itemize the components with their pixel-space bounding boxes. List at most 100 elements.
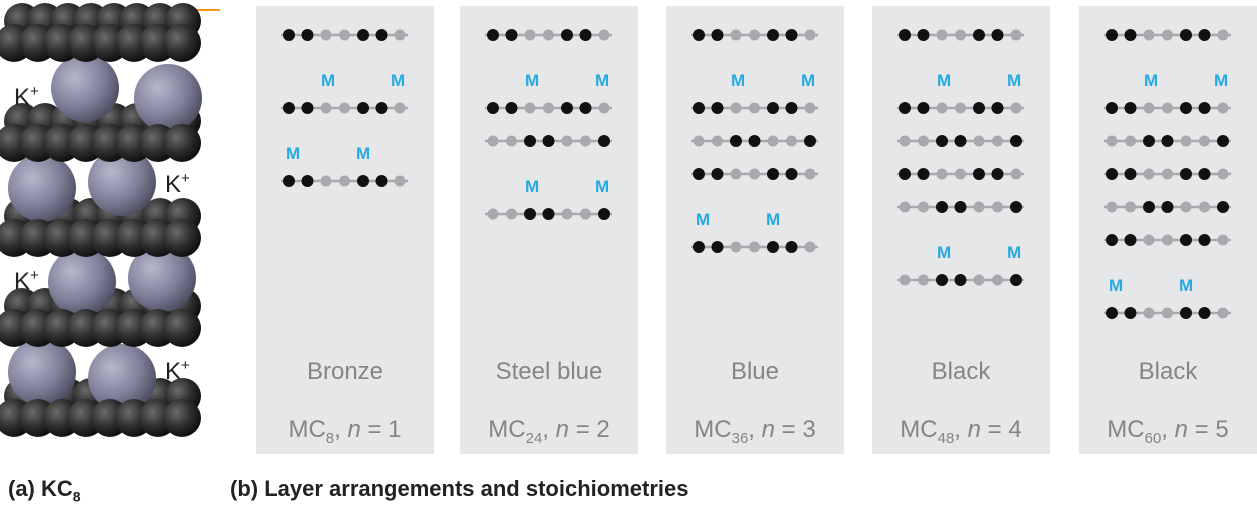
carbon-atom-light — [394, 175, 406, 187]
carbon-atom-dark — [748, 135, 761, 147]
carbon-atom-dark — [899, 29, 911, 41]
carbon-atom-dark — [973, 168, 985, 180]
carbon-atom-light — [693, 135, 705, 147]
carbon-atom-dark — [283, 102, 295, 114]
metal-atom-label: M — [1007, 243, 1022, 262]
carbon-atom-dark — [1106, 29, 1118, 41]
carbon-atom-light — [580, 135, 591, 147]
metal-atom-label: M — [356, 144, 371, 163]
carbon-atom-dark — [899, 102, 911, 114]
carbon-atom-dark — [954, 274, 967, 286]
metal-atom-label: M — [391, 71, 406, 90]
carbon-atom-light — [598, 29, 610, 41]
metal-atom-label: M — [1007, 71, 1022, 90]
carbon-atom-dark — [693, 29, 705, 41]
carbon-atom-light — [1010, 168, 1022, 180]
carbon-atom-light — [1162, 168, 1173, 180]
metal-atom-label: M — [595, 71, 610, 90]
carbon-atom-dark — [561, 102, 573, 114]
metal-atom-label: M — [731, 71, 746, 90]
potassium-ion — [88, 344, 156, 412]
carbon-atom-dark — [1106, 307, 1118, 319]
carbon-atom-dark — [1217, 201, 1229, 213]
metal-atom-label: M — [321, 71, 336, 90]
carbon-atom-light — [918, 201, 929, 213]
carbon-atom-light — [506, 135, 517, 147]
carbon-atom-light — [1010, 102, 1022, 114]
carbon-atom-dark — [1143, 135, 1155, 147]
carbon-atom-light — [1125, 135, 1136, 147]
carbon-atom-light — [506, 208, 517, 220]
carbon-atom-dark — [711, 241, 724, 253]
carbon-atom-dark — [1106, 234, 1118, 246]
carbon-atom-light — [1143, 307, 1155, 319]
carbon-atom-dark — [711, 168, 724, 180]
metal-atom-label: M — [595, 177, 610, 196]
carbon-atom-dark — [917, 29, 930, 41]
carbon-atom-dark — [598, 135, 610, 147]
carbon-atom-dark — [524, 135, 536, 147]
carbon-atom-dark — [1124, 307, 1137, 319]
carbon-atom-light — [804, 102, 816, 114]
carbon-atom-light — [712, 135, 723, 147]
carbon-atom-light — [1143, 102, 1155, 114]
carbon-atom-dark — [1106, 168, 1118, 180]
layer-stack — [897, 29, 1024, 286]
carbon-atom-light — [899, 201, 911, 213]
carbon-atom-dark — [283, 175, 295, 187]
carbon-atom-light — [1217, 307, 1229, 319]
potassium-ion — [48, 248, 116, 316]
carbon-atom-dark — [357, 102, 369, 114]
carbon-atom-dark — [1010, 201, 1022, 213]
carbon-atom-light — [1162, 102, 1173, 114]
carbon-atom-dark — [487, 102, 499, 114]
caption-a: (a) KC8 — [8, 476, 81, 505]
stage-formula: MC60, n = 5 — [1107, 416, 1229, 447]
carbon-atom-light — [1217, 234, 1229, 246]
carbon-atom-light — [1217, 29, 1229, 41]
carbon-atom-dark — [767, 168, 779, 180]
caption-b: (b) Layer arrangements and stoichiometri… — [230, 476, 689, 501]
carbon-atom — [163, 24, 201, 62]
carbon-atom — [163, 399, 201, 437]
carbon-atom-light — [1180, 135, 1192, 147]
carbon-atom-dark — [283, 29, 295, 41]
carbon-atom-light — [992, 201, 1003, 213]
k-ion-label: K+ — [165, 170, 190, 198]
carbon-atom — [163, 309, 201, 347]
carbon-atom-light — [487, 135, 499, 147]
carbon-atom-light — [767, 135, 779, 147]
carbon-atom-light — [973, 274, 985, 286]
carbon-atom-light — [1162, 234, 1173, 246]
carbon-atom-dark — [1198, 234, 1211, 246]
carbon-atom-light — [1162, 307, 1173, 319]
stage-formula: MC24, n = 2 — [488, 416, 610, 447]
carbon-atom-light — [1143, 168, 1155, 180]
carbon-atom-dark — [917, 168, 930, 180]
carbon-atom-light — [320, 29, 332, 41]
carbon-atom-light — [918, 135, 929, 147]
carbon-atom-dark — [505, 29, 518, 41]
carbon-atom-dark — [1124, 29, 1137, 41]
carbon-atom-dark — [542, 208, 555, 220]
metal-atom-label: M — [1179, 276, 1194, 295]
carbon-atom-dark — [542, 135, 555, 147]
carbon-atom-light — [730, 168, 742, 180]
carbon-atom-dark — [711, 29, 724, 41]
carbon-atom-dark — [1198, 29, 1211, 41]
carbon-atom-light — [955, 29, 966, 41]
carbon-atom — [163, 219, 201, 257]
carbon-atom-light — [1199, 135, 1210, 147]
carbon-atom — [163, 124, 201, 162]
carbon-atom-light — [320, 102, 332, 114]
carbon-atom-light — [561, 208, 573, 220]
carbon-atom-light — [1217, 168, 1229, 180]
carbon-atom-dark — [1217, 135, 1229, 147]
carbon-atom-light — [1180, 201, 1192, 213]
carbon-atom-dark — [693, 168, 705, 180]
metal-atom-label: M — [937, 71, 952, 90]
layer-stack — [281, 29, 408, 187]
